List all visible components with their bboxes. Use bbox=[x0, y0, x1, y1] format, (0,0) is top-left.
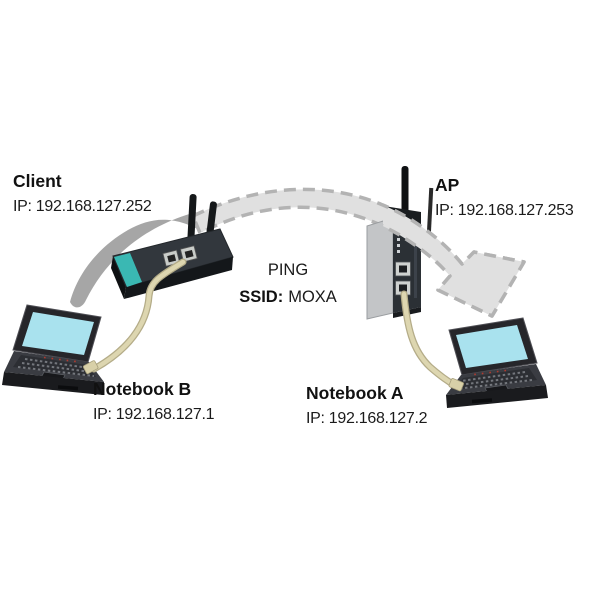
client-ethernet-ports bbox=[162, 245, 198, 267]
ap-ip: IP: 192.168.127.253 bbox=[435, 201, 574, 219]
notebook-a-illustration bbox=[445, 317, 549, 409]
ap-label-group: AP IP: 192.168.127.253 bbox=[435, 173, 574, 222]
notebook-a-ip: IP: 192.168.127.2 bbox=[306, 409, 428, 427]
ethernet-cable-left bbox=[82, 258, 187, 375]
client-title: Client bbox=[13, 171, 62, 191]
notebook-b-illustration bbox=[1, 304, 105, 396]
ssid-label: SSID:MOXA bbox=[212, 286, 364, 309]
teal-accent-stripe bbox=[114, 253, 142, 287]
client-label-group: Client IP: 192.168.127.252 bbox=[13, 169, 152, 218]
ap-antenna-icon bbox=[401, 166, 409, 218]
client-ip: IP: 192.168.127.252 bbox=[13, 197, 152, 215]
ap-ethernet-ports bbox=[395, 261, 411, 296]
ping-label: PING bbox=[267, 261, 309, 279]
ap-title: AP bbox=[435, 175, 460, 195]
notebook-b-label-group: Notebook B IP: 192.168.127.1 bbox=[93, 377, 215, 426]
notebook-a-label-group: Notebook A IP: 192.168.127.2 bbox=[306, 381, 428, 430]
notebook-a-title: Notebook A bbox=[306, 383, 404, 403]
notebook-b-ip: IP: 192.168.127.1 bbox=[93, 405, 215, 423]
link-annotation: PING SSID:MOXA bbox=[212, 259, 364, 309]
ssid-key: SSID: bbox=[239, 288, 284, 307]
ap-antenna-icon bbox=[426, 187, 434, 237]
ethernet-cable-right bbox=[400, 290, 464, 392]
notebook-b-title: Notebook B bbox=[93, 379, 192, 399]
ssid-value: MOXA bbox=[288, 288, 337, 307]
